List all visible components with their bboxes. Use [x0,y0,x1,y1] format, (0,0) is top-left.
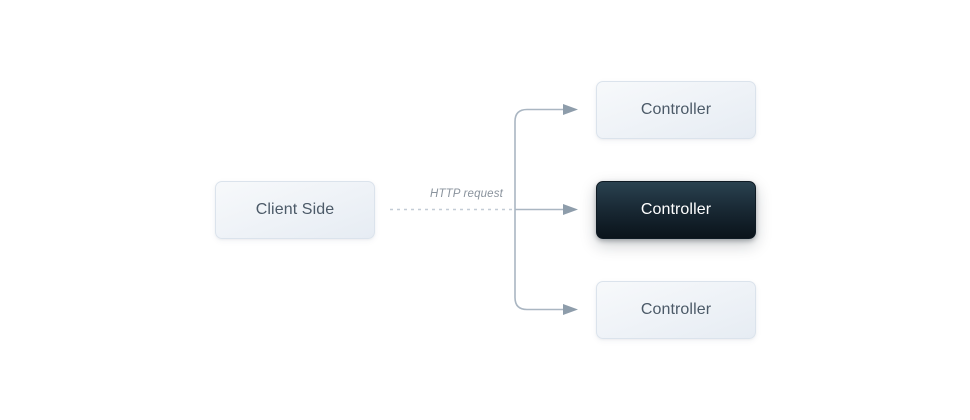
controller-node-1[interactable]: Controller [596,81,756,139]
arrow-head-controller-2 [563,204,578,215]
arrow-head-controller-1 [563,104,578,115]
arrow-head-controller-3 [563,304,578,315]
controller-node-2-active[interactable]: Controller [596,181,756,239]
client-side-node[interactable]: Client Side [215,181,375,239]
client-side-label: Client Side [255,201,335,218]
http-request-label: HTTP request [430,188,503,200]
controller-label-1: Controller [640,101,712,118]
controller-node-3[interactable]: Controller [596,281,756,339]
controller-label-2: Controller [640,201,712,218]
branch-trunk-bottom [514,209,563,311]
branch-trunk-top [514,108,563,210]
controller-label-3: Controller [640,301,712,318]
